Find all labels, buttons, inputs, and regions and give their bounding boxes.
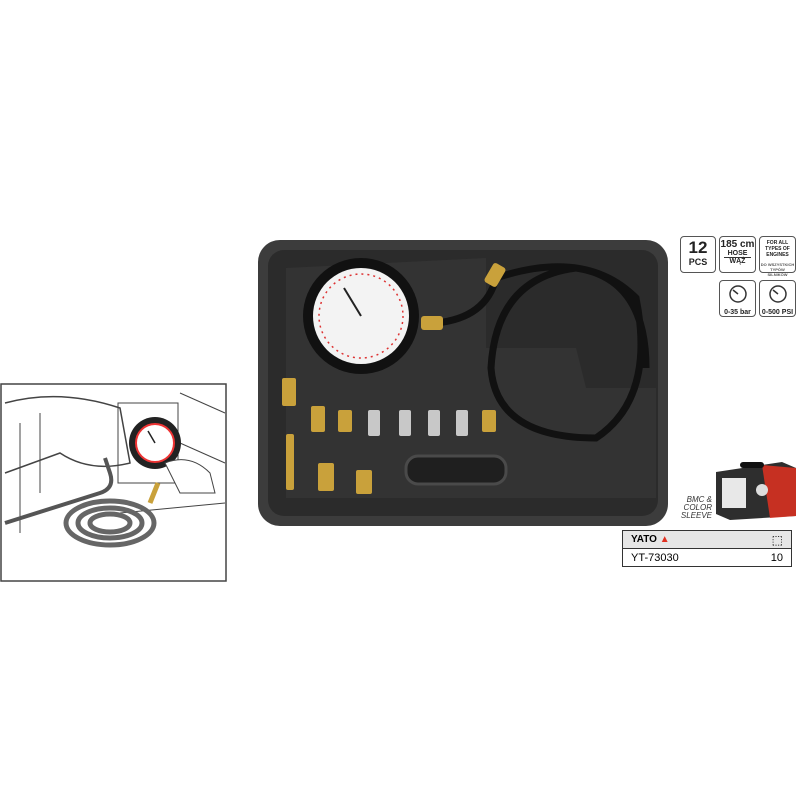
quantity: 10 [770, 551, 783, 564]
range-psi-value: 0-500 PSI [761, 309, 794, 316]
table-header-row: YATO ▲ ⬚ [623, 531, 791, 549]
pieces-count-badge: 12 PCS [680, 236, 716, 273]
gauge-icon [768, 285, 787, 303]
usage-illustration [0, 383, 227, 582]
packaging-box-photo [716, 462, 796, 520]
packaging-label: BMC & COLOR SLEEVE [680, 495, 712, 520]
hose-length-value: 185 cm [720, 239, 755, 250]
engines-label-en: FOR ALL TYPES OF ENGINES [765, 240, 790, 258]
range-bar-badge: 0-35 bar [719, 280, 756, 317]
range-bar-value: 0-35 bar [724, 309, 751, 316]
hose-label-pl: WĄŻ [729, 258, 746, 265]
product-code: YT-73030 [631, 551, 679, 564]
engine-types-badge: FOR ALL TYPES OF ENGINES DO WSZYSTKICH T… [759, 236, 796, 277]
table-row: YT-73030 10 [623, 549, 791, 566]
pieces-value: 12 [688, 238, 708, 257]
box-icon: ⬚ [771, 532, 783, 547]
hose-length-badge: 185 cm HOSE WĄŻ [719, 236, 756, 273]
gauge-icon [728, 285, 747, 303]
pieces-unit: PCS [688, 257, 708, 267]
hose-label-en: HOSE [724, 250, 751, 258]
product-table: YATO ▲ ⬚ YT-73030 10 [622, 530, 792, 567]
tool-case-photo [258, 240, 668, 526]
engines-label-pl: DO WSZYSTKICH TYPÓW SILNIKÓW [760, 262, 795, 277]
brand-logo: YATO ▲ [631, 534, 670, 545]
range-psi-badge: 0-500 PSI [759, 280, 796, 317]
